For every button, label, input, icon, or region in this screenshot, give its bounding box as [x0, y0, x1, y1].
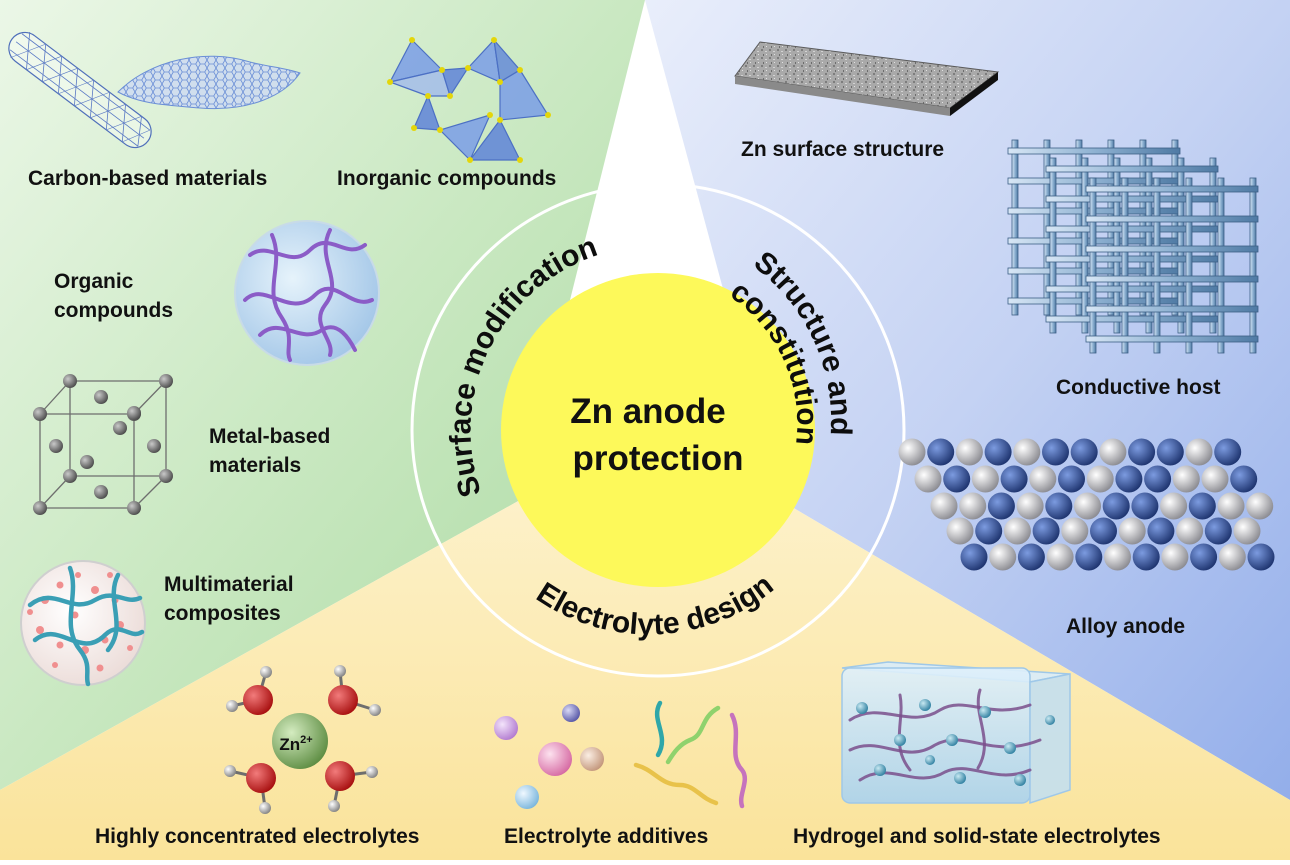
graphene-sheet-icon [117, 55, 301, 110]
multimaterial-composites-label-line1: Multimaterial [164, 573, 294, 596]
carbon-based-materials-label: Carbon-based materials [28, 167, 268, 190]
metal-based-materials-label-line1: Metal-based [209, 425, 331, 448]
category-ring [410, 182, 906, 678]
highly-concentrated-electrolytes-label: Highly concentrated electrolytes [95, 825, 420, 848]
surface-modification-sector [0, 0, 645, 790]
carbon-nanotube-icon [8, 31, 152, 149]
inorganic-compounds-label: Inorganic compounds [337, 167, 557, 190]
center-title-line2: protection [572, 439, 743, 478]
inorganic-polyhedra-icon [387, 37, 551, 163]
organic-compounds-label-line1: Organic [54, 270, 134, 293]
solvated-zn-icon [224, 665, 381, 814]
composite-icon [20, 560, 146, 687]
hydrogel-block-icon [841, 661, 1071, 805]
alloy-anode-label: Alloy anode [1066, 615, 1186, 638]
conductive-host-icon [1007, 139, 1259, 354]
organic-polymer-icon [234, 220, 380, 366]
metal-based-materials-label-line2: materials [209, 454, 302, 477]
metal-lattice-icon [33, 374, 173, 515]
organic-compounds-label-line2: compounds [54, 299, 173, 322]
zn-surface-structure-label: Zn surface structure [741, 138, 945, 161]
zn-anode-core [501, 273, 815, 587]
zn-ion-label: Zn2+ [279, 734, 312, 754]
zn-ion-sphere [272, 713, 328, 769]
additive-molecules-icon [494, 700, 748, 809]
multimaterial-composites-label-line2: composites [164, 602, 281, 625]
zn-slab-icon [734, 41, 1000, 116]
conductive-host-label: Conductive host [1056, 376, 1221, 399]
center-title-line1: Zn anode [570, 392, 726, 431]
alloy-anode-icon [898, 438, 1275, 571]
electrolyte-additives-label: Electrolyte additives [504, 825, 709, 848]
hydrogel-electrolytes-label: Hydrogel and solid-state electrolytes [793, 825, 1161, 848]
